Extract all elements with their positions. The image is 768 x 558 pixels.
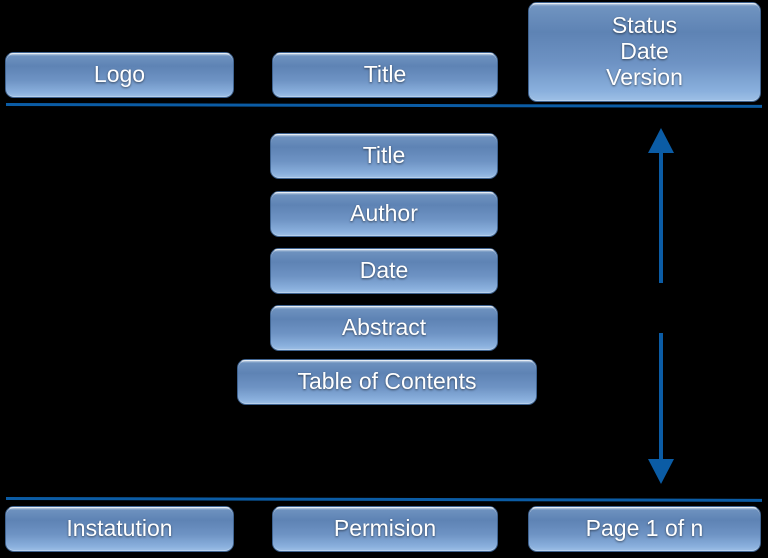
- box-institution-label: Instatution: [66, 515, 173, 542]
- arrow-shaft-lower: [659, 333, 663, 463]
- box-author[interactable]: Author: [270, 191, 498, 237]
- box-logo-label: Logo: [93, 61, 146, 88]
- box-header-title[interactable]: Title: [272, 52, 498, 98]
- box-page-number-label: Page 1 of n: [585, 515, 704, 542]
- box-abstract[interactable]: Abstract: [270, 305, 498, 351]
- arrow-shaft-upper: [659, 146, 663, 283]
- box-date-label: Date: [359, 257, 409, 284]
- box-title[interactable]: Title: [270, 133, 498, 179]
- box-status-date-version[interactable]: Status Date Version: [528, 2, 761, 102]
- divider-header-rule: [5, 103, 763, 108]
- divider-footer-rule: [5, 497, 763, 502]
- box-date[interactable]: Date: [270, 248, 498, 294]
- arrow-down-head-icon: [648, 459, 674, 484]
- box-table-of-contents-label: Table of Contents: [297, 368, 477, 395]
- box-abstract-label: Abstract: [341, 314, 427, 341]
- box-table-of-contents[interactable]: Table of Contents: [237, 359, 537, 405]
- box-title-label: Title: [362, 142, 406, 169]
- box-header-title-label: Title: [363, 61, 407, 88]
- box-status-date-version-label: Status Date Version: [606, 12, 683, 90]
- box-institution[interactable]: Instatution: [5, 506, 234, 552]
- box-page-number[interactable]: Page 1 of n: [528, 506, 761, 552]
- box-permission[interactable]: Permision: [272, 506, 498, 552]
- box-logo[interactable]: Logo: [5, 52, 234, 98]
- box-permission-label: Permision: [333, 515, 437, 542]
- box-author-label: Author: [350, 200, 418, 227]
